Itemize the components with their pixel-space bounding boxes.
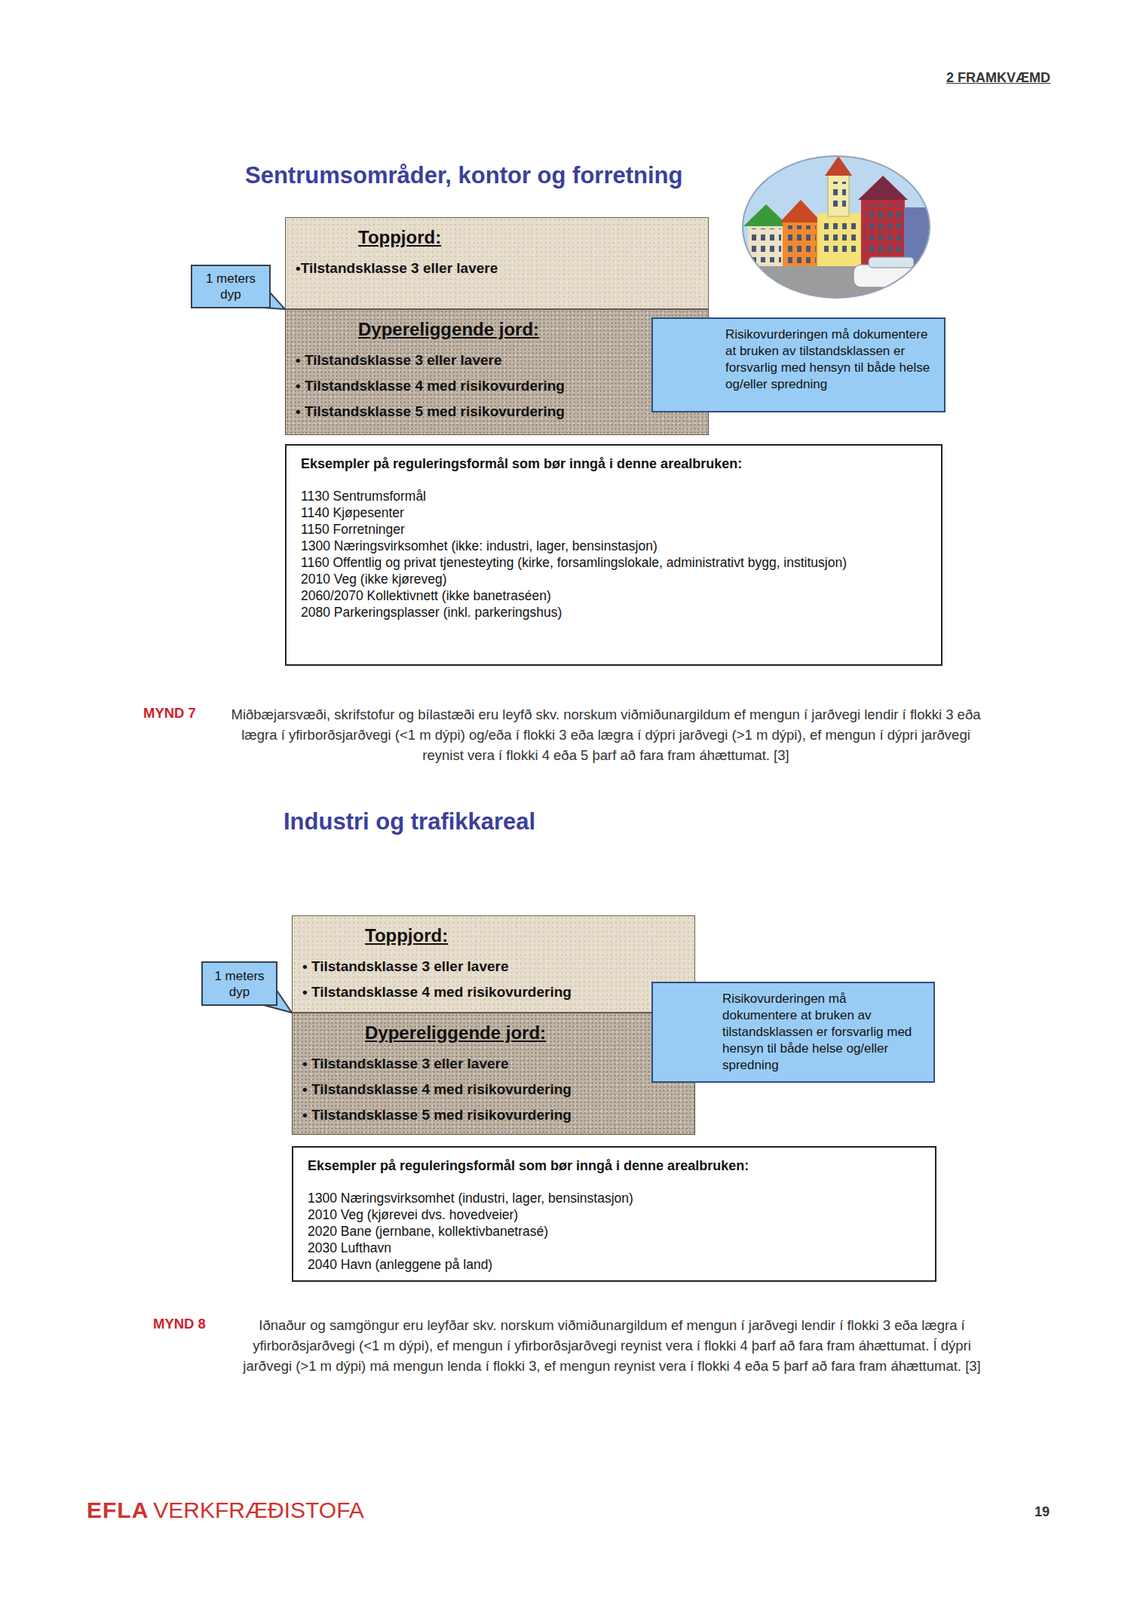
figure-number: MYND 8 [153, 1314, 206, 1333]
class-bullet: • Tilstandsklasse 3 eller lavere [295, 347, 701, 374]
figure-caption: Iðnaður og samgöngur eru leyfðar skv. no… [232, 1314, 991, 1377]
page-number: 19 [1034, 1503, 1050, 1521]
risk-note-box: Risikovurderingen må dokumentere at bruk… [651, 981, 935, 1083]
examples-item: 2030 Lufthavn [307, 1239, 922, 1257]
examples-heading: Eksempler på reguleringsformål som bør i… [307, 1156, 922, 1175]
section-header: 2 FRAMKVÆMD [946, 69, 1051, 87]
windows [820, 217, 859, 252]
examples-item: 2010 Veg (ikke kjøreveg) [300, 570, 928, 588]
layer-heading: Toppjord: [364, 925, 687, 947]
layer-heading: Dypereliggende jord: [364, 1022, 687, 1044]
examples-box: Eksempler på reguleringsformål som bør i… [291, 1146, 937, 1282]
logo-mark: EFLA [86, 1495, 149, 1525]
soil-layer-box: Dypereliggende jord: • Tilstandsklasse 3 … [291, 1012, 696, 1135]
town-illustration [740, 153, 932, 301]
class-bullet: • Tilstandsklasse 4 med risikovurdering [295, 373, 701, 399]
soil-layer-box: Toppjord: • Tilstandsklasse 3 eller laver… [291, 915, 696, 1013]
tower-roof [824, 156, 853, 176]
windows [830, 181, 846, 212]
windows [750, 228, 782, 263]
tower [827, 174, 850, 217]
layer-heading: Toppjord: [358, 226, 701, 249]
class-bullet: • Tilstandsklasse 5 med risikovurdering [295, 398, 701, 425]
note-text: Risikovurderingen må dokumentere at bruk… [725, 326, 934, 393]
class-bullet: • Tilstandsklasse 3 eller lavere [302, 953, 687, 980]
examples-item: 1150 Forretninger [300, 521, 928, 538]
examples-item: 1140 Kjøpesenter [300, 504, 928, 522]
roof-green [743, 204, 789, 227]
examples-item: 2010 Veg (kjørevei dvs. hovedveier) [307, 1206, 922, 1223]
examples-item: 1160 Offentlig og privat tjenesteyting (… [300, 554, 928, 571]
class-bullet: • Tilstandsklasse 4 med risikovurdering [302, 979, 687, 1006]
town-scene [740, 153, 932, 301]
examples-item: 2040 Havn (anleggene på land) [307, 1256, 922, 1273]
illustration-outline [742, 156, 930, 298]
examples-heading: Eksempler på reguleringsformål som bør i… [300, 454, 928, 473]
examples-item: 2080 Parkeringsplasser (inkl. parkerings… [300, 603, 928, 621]
examples-item: 2060/2070 Kollektivnett (ikke banetrasée… [300, 587, 928, 604]
note-text: Risikovurderingen må dokumentere at bruk… [722, 990, 923, 1074]
class-bullet: •Tilstandsklasse 3 eller lavere [295, 255, 701, 282]
roof-red [858, 175, 908, 200]
figure-caption: Miðbæjarsvæði, skrifstofur og bílastæði … [223, 704, 989, 766]
roof-orange [779, 199, 822, 223]
callout-text: 1 meters dyp [202, 270, 260, 303]
examples-item: 1300 Næringsvirksomhet (industri, lager,… [307, 1189, 922, 1207]
windows [785, 225, 816, 264]
risk-note-box: Risikovurderingen må dokumentere at bruk… [651, 317, 946, 413]
class-bullet: • Tilstandsklasse 3 eller lavere [302, 1051, 687, 1077]
layer-heading: Dypereliggende jord: [358, 318, 701, 341]
car-window [868, 257, 914, 268]
depth-callout: 1 meters dyp [190, 264, 271, 309]
examples-box: Eksempler på reguleringsformål som bør i… [285, 444, 943, 666]
examples-item: 1130 Sentrumsformål [300, 487, 928, 505]
logo-text: VERKFRÆÐISTOFA [153, 1495, 365, 1525]
soil-layer-box: Toppjord: •Tilstandsklasse 3 eller lavere [285, 217, 709, 310]
examples-item: 2020 Bane (jernbane, kollektivbanetrasé) [307, 1222, 922, 1240]
soil-layer-box: Dypereliggende jord: • Tilstandsklasse 3 … [285, 309, 709, 436]
windows [864, 204, 902, 258]
house-orange [782, 220, 819, 267]
building-yellow [817, 213, 862, 267]
examples-item: 1300 Næringsvirksomhet (ikke: industri, … [300, 537, 928, 555]
class-bullet: • Tilstandsklasse 5 med risikovurdering [302, 1102, 687, 1128]
footer-logo: EFLAVERKFRÆÐISTOFA [86, 1495, 365, 1525]
callout-text: 1 meters dyp [211, 968, 268, 1000]
figure-title: Industri og trafikkareal [283, 806, 536, 837]
class-bullet: • Tilstandsklasse 4 med risikovurdering [302, 1076, 687, 1103]
figure-number: MYND 7 [143, 704, 197, 722]
depth-callout: 1 meters dyp [201, 961, 278, 1006]
figure-title: Sentrumsområder, kontor og forretning [245, 160, 683, 191]
building-red [861, 198, 905, 267]
